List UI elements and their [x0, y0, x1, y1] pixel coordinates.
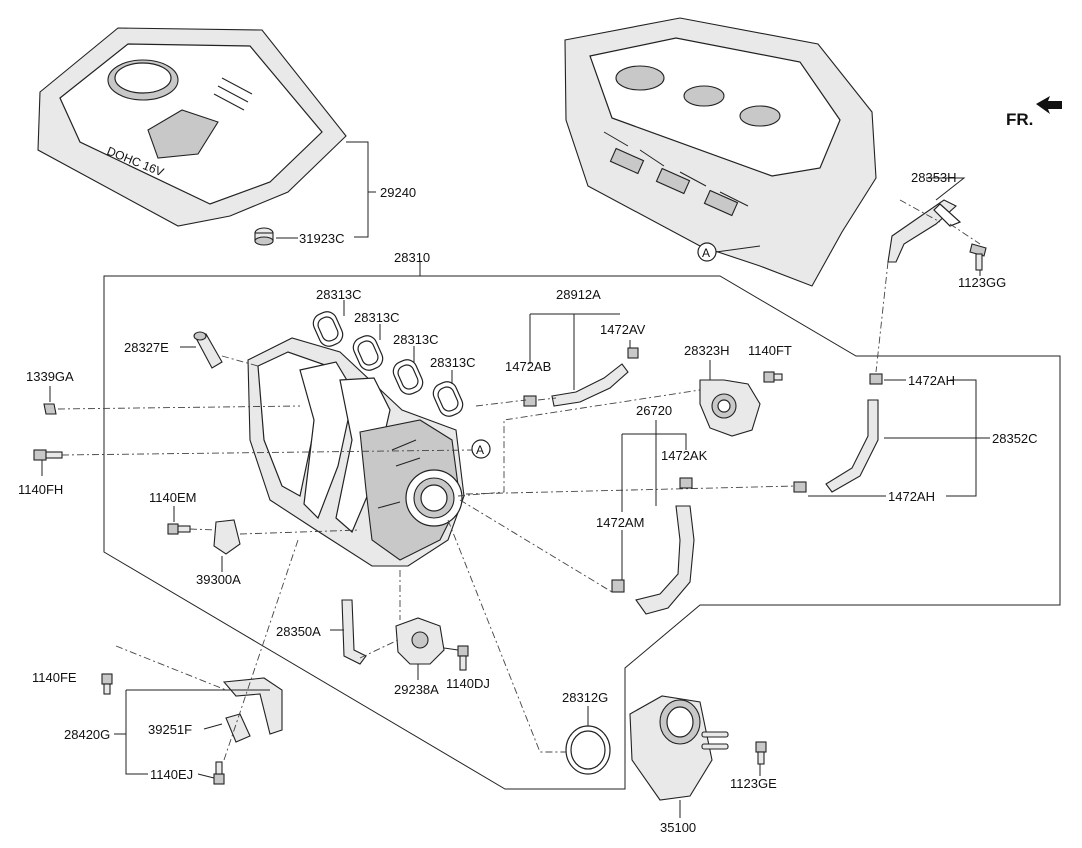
label-29240: 29240: [380, 185, 416, 200]
clamp-1472AM: [611, 579, 625, 593]
callout-a-manifold: A: [476, 443, 484, 457]
label-1140FT: 1140FT: [748, 343, 792, 358]
label-28313C-1: 28313C: [316, 287, 362, 302]
label-28352C: 28352C: [992, 431, 1038, 446]
cover-grommet: [254, 227, 274, 246]
label-39300A: 39300A: [196, 572, 241, 587]
cylinder-head: [564, 17, 877, 287]
clamp-1472AH-upper: [869, 373, 883, 385]
hose-26720: [635, 505, 695, 615]
bracket-28420G: [222, 677, 283, 735]
label-1123GE: 1123GE: [730, 776, 777, 791]
bolt-1140EM: [167, 523, 191, 535]
gasket-2: [352, 335, 384, 371]
label-29238A: 29238A: [394, 682, 439, 697]
front-arrow-icon: [1036, 96, 1062, 114]
label-1472AH-upper: 1472AH: [908, 373, 955, 388]
label-28312G: 28312G: [562, 690, 608, 705]
front-direction-label: FR.: [1006, 110, 1033, 129]
label-35100: 35100: [660, 820, 696, 835]
bracket-39251F: [225, 713, 251, 743]
gasket-1: [312, 311, 344, 347]
gasket-3: [392, 359, 424, 395]
clamp-1472AK: [679, 477, 693, 489]
bolt-1123GE: [755, 741, 767, 765]
hose-28350A: [341, 599, 367, 665]
bolt-1140DJ: [457, 645, 469, 671]
bolt-1140EJ: [213, 761, 225, 785]
gasket-4: [432, 381, 464, 417]
bolt-1140FE: [101, 673, 113, 695]
bolt-1339GA: [43, 403, 57, 415]
label-28327E: 28327E: [124, 340, 169, 355]
pcv-pipe: [887, 199, 962, 263]
hose-28327E: [193, 331, 223, 369]
label-1472AB: 1472AB: [505, 359, 551, 374]
label-28353H: 28353H: [911, 170, 957, 185]
callout-a-head: A: [702, 246, 710, 260]
bolt-1140FT: [763, 371, 783, 383]
label-31923C: 31923C: [299, 231, 345, 246]
label-39251F: 39251F: [148, 722, 192, 737]
label-1140EJ: 1140EJ: [150, 767, 193, 782]
intake-manifold: [247, 337, 465, 567]
hose-28352C: [825, 399, 879, 493]
label-1339GA: 1339GA: [26, 369, 74, 384]
label-1140FE: 1140FE: [32, 670, 77, 685]
label-1140EM: 1140EM: [149, 490, 196, 505]
label-1472AK: 1472AK: [661, 448, 708, 463]
label-1472AM: 1472AM: [596, 515, 644, 530]
hose-28912A: [551, 363, 629, 407]
label-1472AH-lower: 1472AH: [888, 489, 935, 504]
throttle-body-35100: [629, 695, 729, 801]
label-28310: 28310: [394, 250, 430, 265]
valve-29238A: [395, 617, 445, 665]
label-28313C-4: 28313C: [430, 355, 476, 370]
label-26720: 26720: [636, 403, 672, 418]
label-28313C-2: 28313C: [354, 310, 400, 325]
label-28912A: 28912A: [556, 287, 601, 302]
assembly-boundary: [103, 275, 1061, 790]
bolt-1123GG: [969, 243, 987, 271]
bolt-1140FH: [33, 449, 63, 461]
sensor-39300A: [213, 519, 241, 555]
label-1472AV: 1472AV: [600, 322, 646, 337]
engine-cover: DOHC 16V: [37, 27, 347, 227]
label-1140DJ: 1140DJ: [446, 676, 490, 691]
clamp-1472AH-lower: [793, 481, 807, 493]
label-1123GG: 1123GG: [958, 275, 1006, 290]
gasket-28312G: [565, 725, 611, 775]
label-28420G: 28420G: [64, 727, 110, 742]
clamp-1472AB: [523, 395, 537, 407]
label-28323H: 28323H: [684, 343, 730, 358]
valve-28323H: [699, 379, 761, 437]
label-28313C-3: 28313C: [393, 332, 439, 347]
label-28350A: 28350A: [276, 624, 321, 639]
clamp-1472AV: [627, 347, 639, 359]
label-1140FH: 1140FH: [18, 482, 63, 497]
